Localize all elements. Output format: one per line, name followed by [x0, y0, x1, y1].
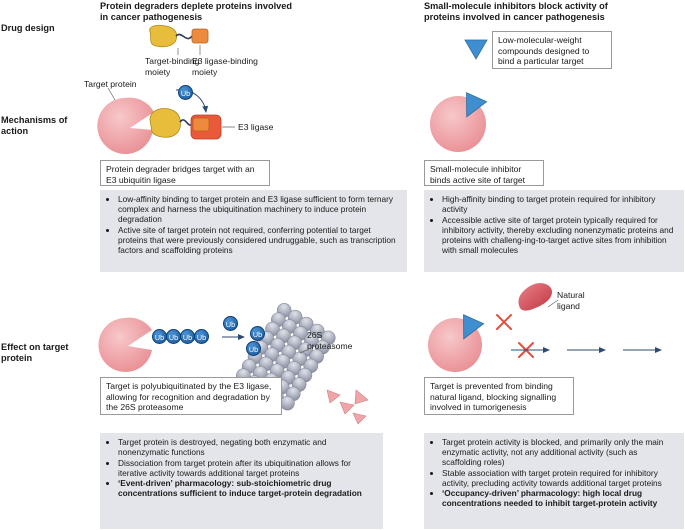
polyubiquitinated-callout: Target is polyubiquitinated by the E3 li… — [100, 377, 282, 415]
e3-ligase-label: E3 ligase — [238, 122, 274, 132]
ubiquitin-icon: Ub — [152, 329, 167, 344]
panel-bullet: Low-affinity binding to target protein a… — [118, 194, 401, 224]
prevented-binding-callout: Target is prevented from binding natural… — [424, 377, 574, 415]
small-molecule-design-callout: Low-molecular-weight compounds designed … — [492, 31, 612, 69]
left-mechanism-panel: Low-affinity binding to target protein a… — [100, 190, 407, 272]
ubiquitin-icon: Ub — [166, 329, 181, 344]
target-protein-label: Target protein — [84, 79, 137, 89]
row-heading-drug-design: Drug design — [1, 23, 55, 33]
panel-bullet: High-affinity binding to target protein … — [442, 194, 678, 214]
natural-ligand-label: Natural ligand — [557, 290, 585, 311]
ubiquitin-icon: Ub — [223, 316, 238, 331]
ubiquitin-icon: Ub — [180, 329, 195, 344]
panel-bullet: Active site of target protein not requir… — [118, 225, 401, 255]
inhibitor-binds-callout: Small-molecule inhibitor binds active si… — [424, 160, 544, 186]
ternary-complex-icon — [97, 89, 235, 154]
row-heading-mechanisms: Mechanisms of action — [1, 115, 68, 136]
panel-bullet: Dissociation from target protein after i… — [118, 458, 377, 478]
panel-bullet: Target protein activity is blocked, and … — [442, 437, 678, 467]
proteasome-label: 26S proteasome — [307, 330, 353, 351]
ubiquitin-icon: Ub — [250, 326, 265, 341]
right-mechanism-panel: High-affinity binding to target protein … — [424, 190, 684, 272]
degrader-molecule-icon — [149, 24, 209, 48]
small-molecule-icon — [464, 39, 488, 60]
inhibited-target-icon — [430, 92, 488, 152]
ubiquitin-icon: Ub — [194, 329, 209, 344]
right-effect-panel: Target protein activity is blocked, and … — [424, 433, 684, 529]
blocked-target-icon — [428, 314, 485, 372]
panel-bullet: ‘Event-driven’ pharmacology: sub-stoichi… — [118, 478, 377, 498]
left-column-heading: Protein degraders deplete proteins invol… — [100, 1, 292, 22]
degraded-fragments-icon — [326, 389, 369, 425]
cross-mark-icon — [496, 314, 534, 358]
right-column-heading: Small-molecule inhibitors block activity… — [424, 1, 608, 22]
panel-bullet: Stable association with target protein r… — [442, 468, 678, 488]
polyubiquitinated-target-icon — [98, 317, 245, 372]
ubiquitin-icon: Ub — [246, 341, 261, 356]
ubiquitin-icon: Ub — [178, 85, 193, 100]
degrader-bridges-callout: Protein degrader bridges target with an … — [100, 160, 270, 186]
ubiquitin-chain: Ub Ub Ub Ub — [152, 329, 214, 345]
row-heading-effect: Effect on target protein — [1, 342, 69, 363]
panel-bullet: ‘Occupancy-driven’ pharmacology: high lo… — [442, 488, 678, 508]
e3-binding-moiety-label: E3 ligase-binding moiety — [192, 56, 258, 77]
panel-bullet: Target protein is destroyed, negating bo… — [118, 437, 377, 457]
natural-ligand-icon — [518, 283, 552, 311]
target-binding-moiety-label: Target-binding moiety — [145, 56, 200, 77]
panel-bullet: Accessible active site of target protein… — [442, 215, 678, 255]
left-effect-panel: Target protein is destroyed, negating bo… — [100, 433, 383, 529]
